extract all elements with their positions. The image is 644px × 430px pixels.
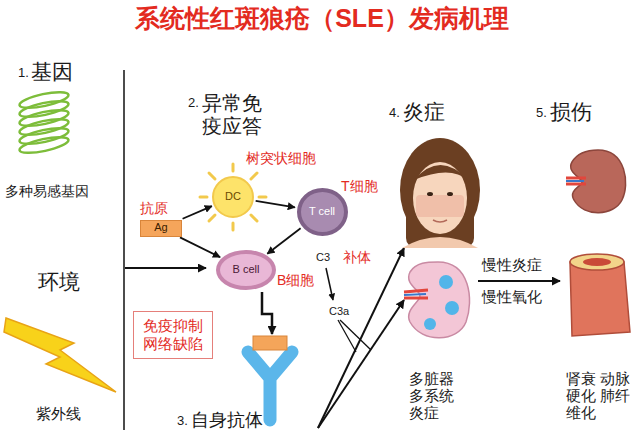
antibody [248, 352, 292, 420]
dna-coil [18, 89, 69, 156]
cell-label: B细胞 [277, 272, 314, 288]
cell-label: T细胞 [341, 178, 378, 194]
defect-box: 免疫抑制 网络缺陷 [133, 311, 213, 359]
callout-number: 1. [18, 66, 29, 81]
dc-rays [232, 164, 235, 171]
effect-text: 多脏器 多系统 炎症 [409, 371, 459, 422]
effect-text: 肾衰 动脉硬化 肺纤维化 [566, 371, 632, 422]
section-heading: 异常免疫应答 [202, 92, 264, 137]
uv-label: 紫外线 [36, 405, 81, 422]
inflamed-kidney [404, 262, 470, 338]
lightning-bolt [4, 318, 116, 392]
b-cell-arrow [262, 292, 272, 334]
inflamed-kidney [439, 275, 453, 289]
c3a-lines [338, 320, 371, 352]
divider-line [123, 70, 125, 430]
b-cell: B cell [216, 250, 276, 290]
dc-rays [200, 196, 207, 199]
patient-face [400, 138, 480, 248]
dna-coil [18, 134, 69, 156]
callout-number: 5. [536, 106, 547, 121]
node-text: Ag [154, 221, 167, 234]
callout-number: 2. [188, 96, 199, 111]
section-heading: 损伤 [550, 100, 592, 124]
section-heading: 自身抗体 [191, 410, 263, 430]
antigen-box: Ag [140, 220, 182, 237]
complement-name: C3a [329, 305, 349, 318]
node-text: T cell [309, 205, 335, 218]
diagram-title: 系统性红斑狼疮（SLE）发病机理 [0, 2, 644, 35]
hardened-artery [570, 254, 630, 336]
environment-arrow [125, 267, 206, 269]
signal-arrow [183, 206, 212, 219]
complement-arrow [326, 268, 333, 300]
cell-label: 树突状细胞 [246, 150, 316, 166]
section-heading: 炎症 [403, 100, 445, 124]
patient-face [414, 165, 468, 180]
node-text: 免疫抑制 网络缺陷 [141, 317, 206, 353]
process-label: 慢性炎症 [482, 256, 542, 273]
dc-rays [200, 164, 266, 230]
c3a-lines [338, 320, 356, 352]
patient-face [447, 192, 453, 196]
inflamed-kidney [445, 301, 459, 315]
autoantibody-arrows [318, 300, 404, 428]
inflamed-kidney [424, 318, 436, 330]
damaged-kidney [566, 178, 586, 184]
damaged-kidney [566, 180, 584, 182]
patient-face [433, 220, 447, 222]
section-heading: 基因 [31, 60, 73, 84]
hardened-artery [570, 254, 624, 270]
patient-face [413, 162, 467, 234]
signal-arrow [256, 201, 295, 208]
antibody [253, 336, 287, 350]
inflamed-kidney [404, 290, 428, 298]
dc-rays [209, 215, 215, 221]
signal-arrow [180, 237, 220, 257]
patient-face [427, 192, 433, 196]
complement-label: 补体 [343, 249, 371, 265]
dc-rays [209, 173, 215, 179]
damaged-kidney [566, 150, 626, 213]
inflamed-kidney [409, 262, 470, 338]
dc-rays [232, 223, 235, 230]
autoantibody-arrows [318, 248, 404, 428]
t-cell: T cell [297, 188, 348, 236]
hardened-artery [583, 258, 611, 266]
hardened-artery [570, 262, 630, 336]
section-heading: 环境 [38, 270, 80, 294]
complement-name: C3 [316, 251, 330, 264]
dc-rays [251, 215, 257, 221]
process-label: 慢性氧化 [482, 288, 542, 305]
patient-face [402, 237, 478, 248]
autoantibody-arrows [318, 248, 404, 428]
node-text: B cell [233, 263, 260, 276]
node-text: DC [225, 190, 241, 203]
dendritic-cell: DC [212, 176, 254, 218]
patient-face [416, 195, 464, 217]
antibody [248, 336, 292, 420]
antigen-label: 抗原 [140, 200, 168, 216]
dc-rays [251, 173, 257, 179]
callout-number: 4. [389, 106, 400, 121]
signal-arrow [267, 228, 300, 253]
callout-number: 3. [177, 414, 188, 429]
dc-rays [259, 196, 266, 199]
chronic-arrow [478, 280, 560, 282]
gene-label: 多种易感基因 [5, 183, 89, 199]
inflamed-kidney [404, 294, 426, 295]
